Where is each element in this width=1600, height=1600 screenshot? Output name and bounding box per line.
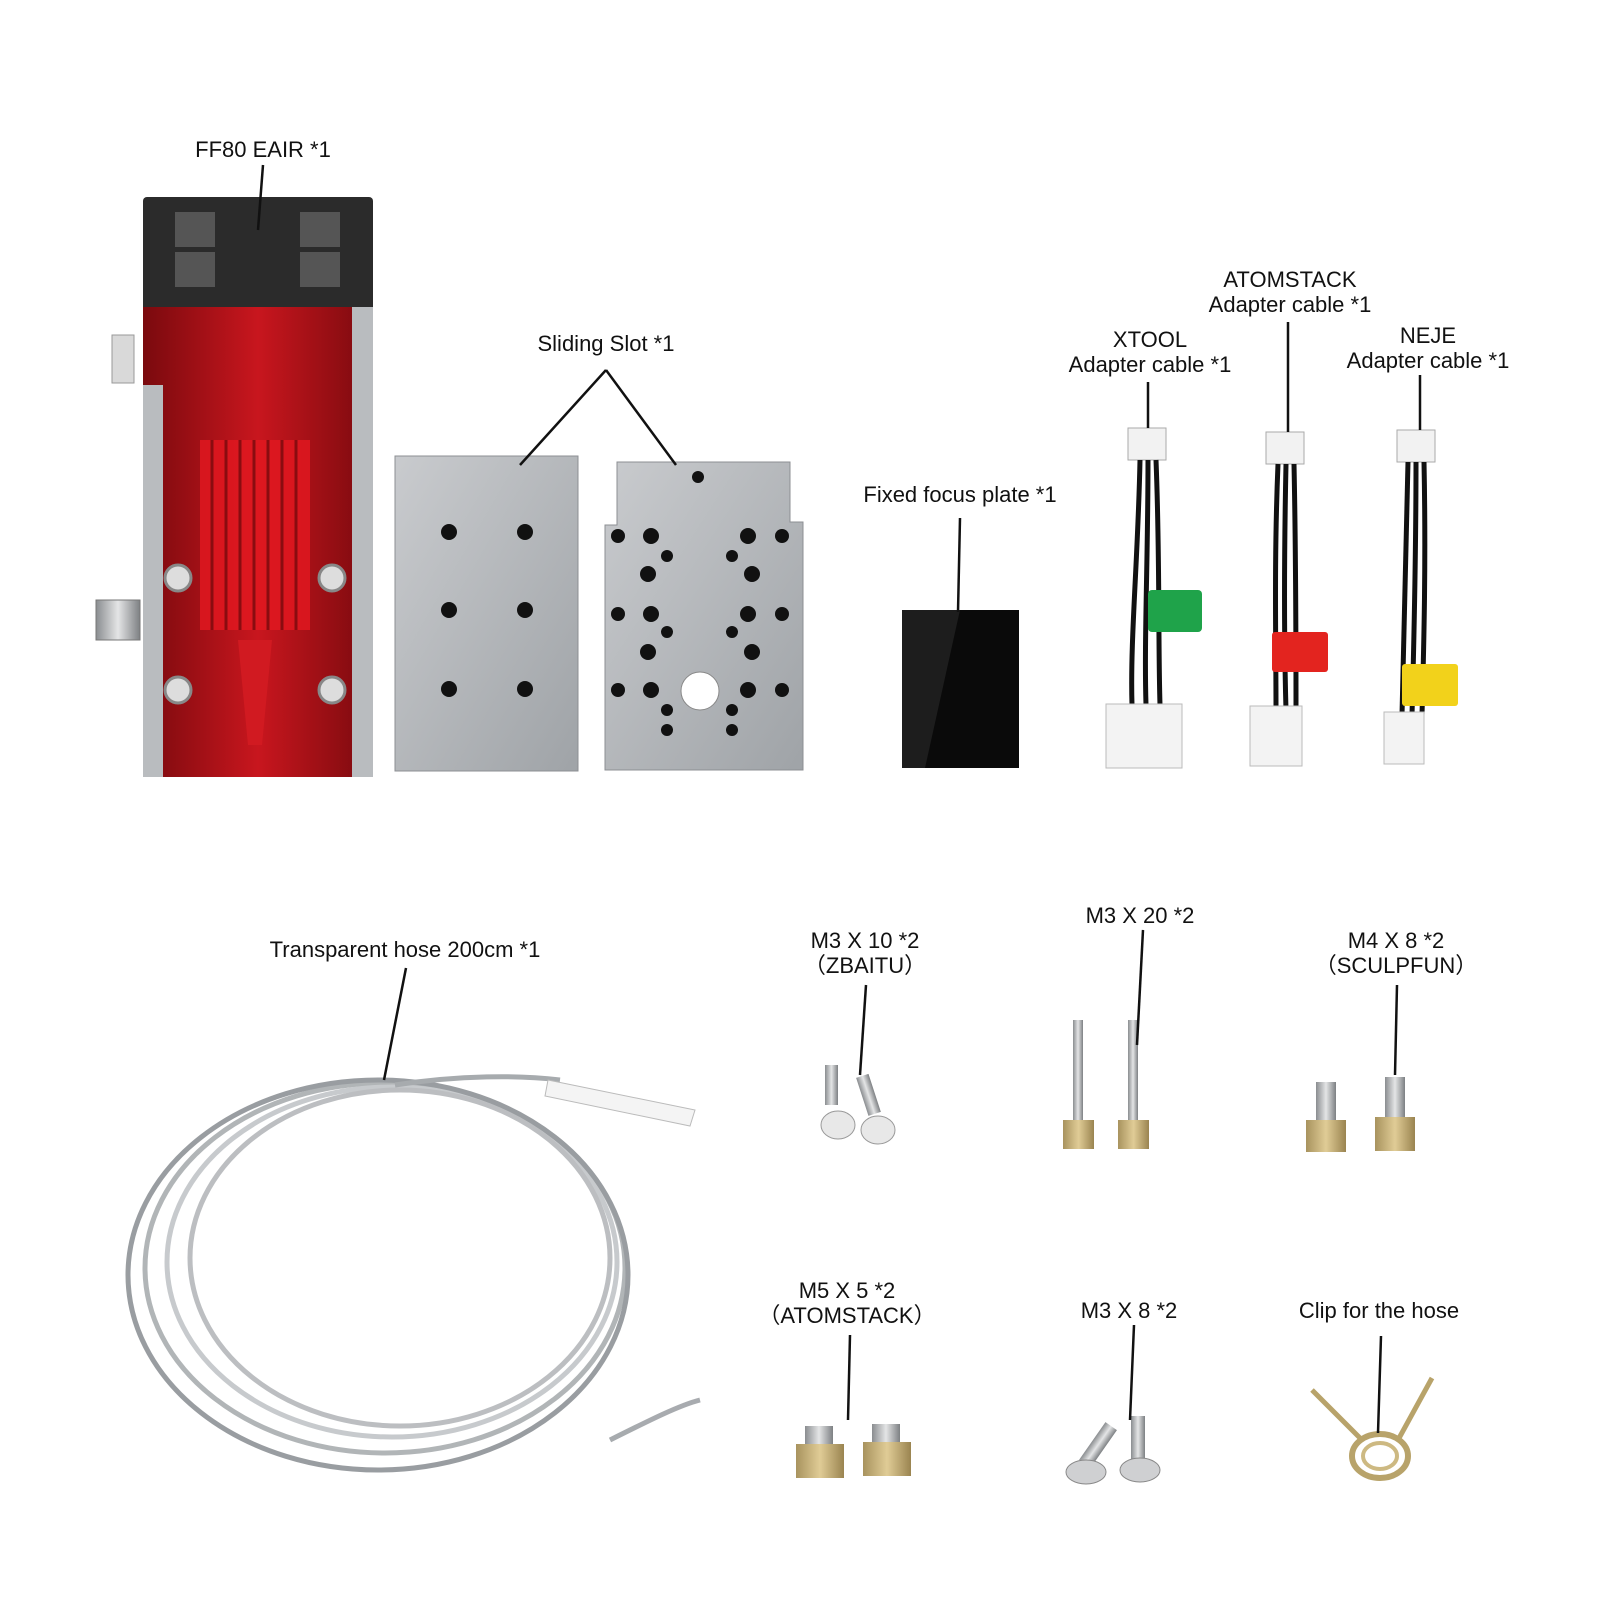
label-neje-line1: NEJE — [1399, 323, 1457, 348]
laser-module-illustration — [95, 197, 373, 777]
m5x5-screws-illustration — [796, 1424, 911, 1478]
label-m4x8: M4 X 8 *2 （SCULPFUN） — [1306, 928, 1486, 978]
m3x10-screws-illustration — [820, 1065, 896, 1145]
label-xtool-line1: XTOOL — [1112, 327, 1188, 352]
label-sliding-slot: Sliding Slot *1 — [520, 331, 692, 356]
m4x8-screws-illustration — [1306, 1077, 1415, 1152]
label-atomstack-cable: ATOMSTACK Adapter cable *1 — [1192, 267, 1388, 317]
label-m3x10: M3 X 10 *2 （ZBAITU） — [790, 928, 940, 978]
sliding-slot-illustration — [394, 455, 804, 772]
label-m4x8-line2: （SCULPFUN） — [1314, 953, 1478, 978]
label-laser-module-text: FF80 EAIR *1 — [195, 137, 331, 162]
label-neje-cable: NEJE Adapter cable *1 — [1330, 323, 1526, 373]
label-m3x20: M3 X 20 *2 — [1065, 903, 1215, 928]
label-m3x20-text: M3 X 20 *2 — [1085, 903, 1195, 928]
hose-clip-illustration — [1310, 1376, 1435, 1481]
label-m3x8-text: M3 X 8 *2 — [1080, 1298, 1178, 1323]
label-hose-text: Transparent hose 200cm *1 — [269, 937, 541, 962]
label-xtool-line2: Adapter cable *1 — [1068, 352, 1232, 377]
label-m4x8-line1: M4 X 8 *2 — [1347, 928, 1445, 953]
label-focus-plate: Fixed focus plate *1 — [855, 482, 1065, 507]
label-m5x5-line1: M5 X 5 *2 — [798, 1278, 896, 1303]
label-xtool-cable: XTOOL Adapter cable *1 — [1052, 327, 1248, 377]
label-sliding-slot-text: Sliding Slot *1 — [537, 331, 675, 356]
label-hose: Transparent hose 200cm *1 — [250, 937, 560, 962]
label-m3x8: M3 X 8 *2 — [1054, 1298, 1204, 1323]
label-clip: Clip for the hose — [1274, 1298, 1484, 1323]
xtool-cable-illustration — [1105, 427, 1202, 769]
label-laser-module: FF80 EAIR *1 — [178, 137, 348, 162]
label-clip-text: Clip for the hose — [1298, 1298, 1460, 1323]
label-m3x10-line2: （ZBAITU） — [803, 953, 927, 978]
label-neje-line2: Adapter cable *1 — [1346, 348, 1510, 373]
label-atomstack-line1: ATOMSTACK — [1223, 267, 1357, 292]
label-focus-plate-text: Fixed focus plate *1 — [863, 482, 1057, 507]
label-m3x10-line1: M3 X 10 *2 — [810, 928, 920, 953]
atomstack-cable-illustration — [1249, 431, 1328, 767]
neje-cable-illustration — [1383, 429, 1458, 765]
hose-illustration — [125, 1074, 701, 1473]
label-m5x5-line2: （ATOMSTACK） — [758, 1303, 936, 1328]
hose-fitting-illustration — [544, 1079, 696, 1127]
m3x20-screws-illustration — [1063, 1020, 1149, 1149]
label-atomstack-line2: Adapter cable *1 — [1208, 292, 1372, 317]
leader-lines — [256, 164, 1422, 1434]
focus-plate-illustration — [902, 610, 1019, 768]
label-m5x5: M5 X 5 *2 （ATOMSTACK） — [752, 1278, 942, 1328]
m3x8-screws-illustration — [1065, 1416, 1161, 1485]
